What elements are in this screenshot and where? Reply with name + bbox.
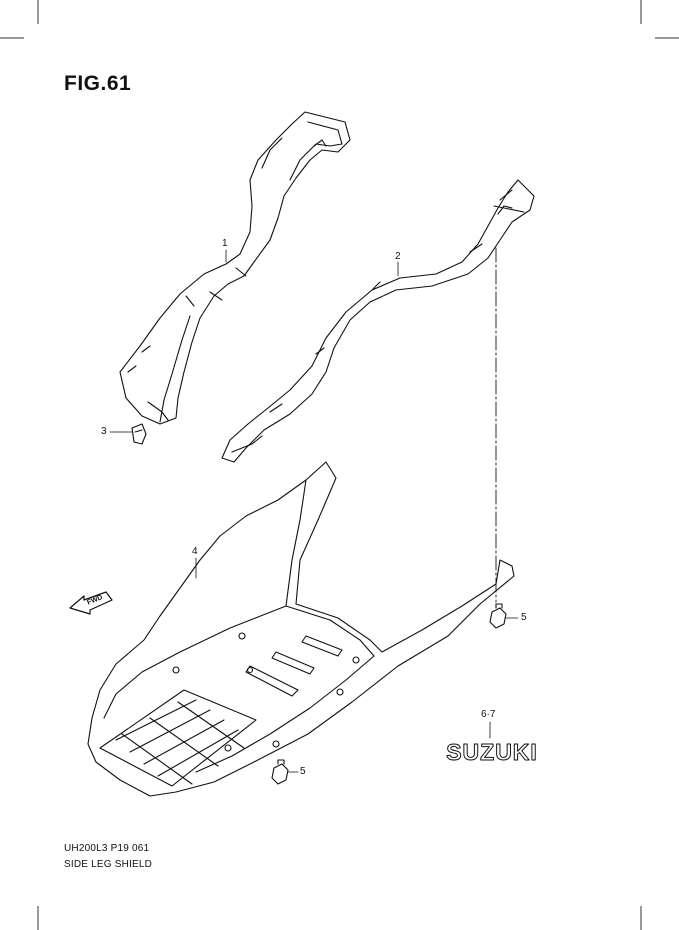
figure-title: FIG.61: [64, 72, 132, 95]
suzuki-emblem: SUZUKI: [446, 739, 538, 765]
callout-part-3: 3: [101, 426, 107, 437]
part-4-floor-panel: [87, 461, 515, 797]
callout-part-5-upper: 5: [521, 612, 527, 623]
part-5-screw-upper: [489, 603, 507, 629]
part-3-clip: [131, 423, 147, 445]
callout-part-2: 2: [395, 251, 401, 262]
callout-part-5-lower: 5: [300, 766, 306, 777]
section-name: SIDE LEG SHIELD: [64, 859, 153, 870]
model-code: UH200L3 P19 061: [64, 843, 150, 854]
part-1-leg-shield-left: [119, 111, 351, 425]
forward-arrow-icon: FWD: [69, 591, 113, 615]
callout-part-6-7: 6·7: [481, 709, 496, 720]
part-5-screw-lower: [271, 759, 289, 785]
part-2-leg-shield-right: [221, 179, 535, 463]
callout-part-1: 1: [222, 238, 228, 249]
callout-part-4: 4: [192, 546, 198, 557]
leader-lines: [109, 249, 519, 773]
